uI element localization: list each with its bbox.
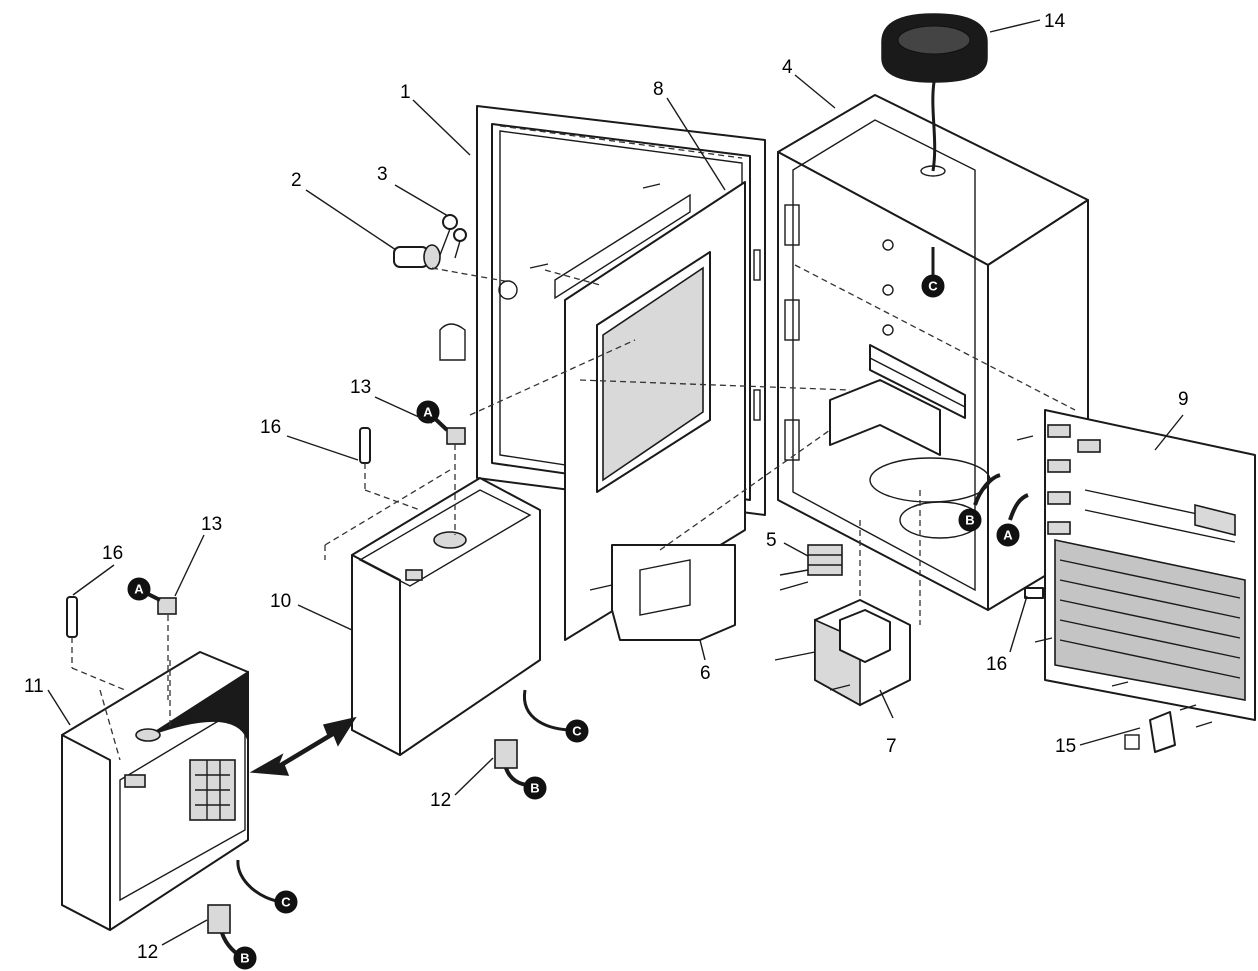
fuse-16-upper <box>359 427 421 511</box>
guide-lines <box>469 339 921 625</box>
svg-text:B: B <box>240 951 249 966</box>
connector-plug-12b <box>207 859 284 960</box>
callout-16-lower: 16 <box>102 543 123 564</box>
connector-marker-b-cabinet: B <box>958 473 1001 532</box>
circuit-board <box>1044 409 1256 721</box>
svg-text:C: C <box>281 895 291 910</box>
svg-text:A: A <box>134 582 144 597</box>
callout-13-lower: 13 <box>201 514 222 535</box>
callout-12-lower: 12 <box>137 942 158 963</box>
svg-text:B: B <box>530 781 539 796</box>
callout-2: 2 <box>291 170 302 191</box>
callout-15: 15 <box>1055 736 1076 757</box>
callout-5: 5 <box>766 530 777 551</box>
callout-8: 8 <box>653 79 664 100</box>
connector-marker-a-cabinet: A <box>996 493 1029 547</box>
lock-and-keys <box>393 214 518 361</box>
connector-marker-a-upper: A <box>416 400 440 424</box>
antenna-puck <box>881 13 988 172</box>
callout-7: 7 <box>886 736 897 757</box>
svg-text:B: B <box>965 513 974 528</box>
callout-12-middle: 12 <box>430 790 451 811</box>
mounting-bracket <box>589 544 736 641</box>
callout-11: 11 <box>24 676 44 697</box>
fuse-16-board <box>1024 587 1044 599</box>
connector-marker-c-top: C <box>921 247 945 298</box>
screws <box>529 183 1213 728</box>
terminal-block <box>779 544 843 591</box>
svg-text:C: C <box>572 724 582 739</box>
svg-text:C: C <box>928 279 938 294</box>
connector-marker-c-lower: C <box>274 890 298 914</box>
callout-16-board: 16 <box>986 654 1007 675</box>
swap-arrow <box>249 716 357 776</box>
callout-1: 1 <box>400 82 411 103</box>
callout-3: 3 <box>377 164 388 185</box>
callout-4: 4 <box>782 57 793 78</box>
callout-9: 9 <box>1178 389 1189 410</box>
connector-plug-12a <box>494 689 573 787</box>
connector-marker-a-lower: A <box>127 577 151 601</box>
connector-marker-c-middle: C <box>565 719 589 743</box>
front-unit <box>61 651 249 931</box>
callout-6: 6 <box>700 663 711 684</box>
inner-panel <box>544 181 746 641</box>
callout-14: 14 <box>1044 11 1066 32</box>
clip-15 <box>1124 711 1176 753</box>
enclosure-cabinet <box>777 94 1089 611</box>
callout-leaders <box>47 19 1184 946</box>
callouts: 1 2 3 4 5 6 7 8 9 10 11 12 12 13 13 14 1… <box>24 11 1189 963</box>
callout-13-upper: 13 <box>350 377 371 398</box>
fuse-16-lower <box>66 596 126 691</box>
transformer <box>774 599 911 707</box>
callout-16-upper: 16 <box>260 417 281 438</box>
housing-middle <box>324 469 541 756</box>
callout-10: 10 <box>270 591 291 612</box>
svg-text:A: A <box>1003 528 1013 543</box>
svg-text:A: A <box>423 405 433 420</box>
connector-13-lower <box>139 588 177 700</box>
connector-marker-b-middle: B <box>523 776 547 800</box>
connector-marker-b-lower: B <box>233 946 257 970</box>
